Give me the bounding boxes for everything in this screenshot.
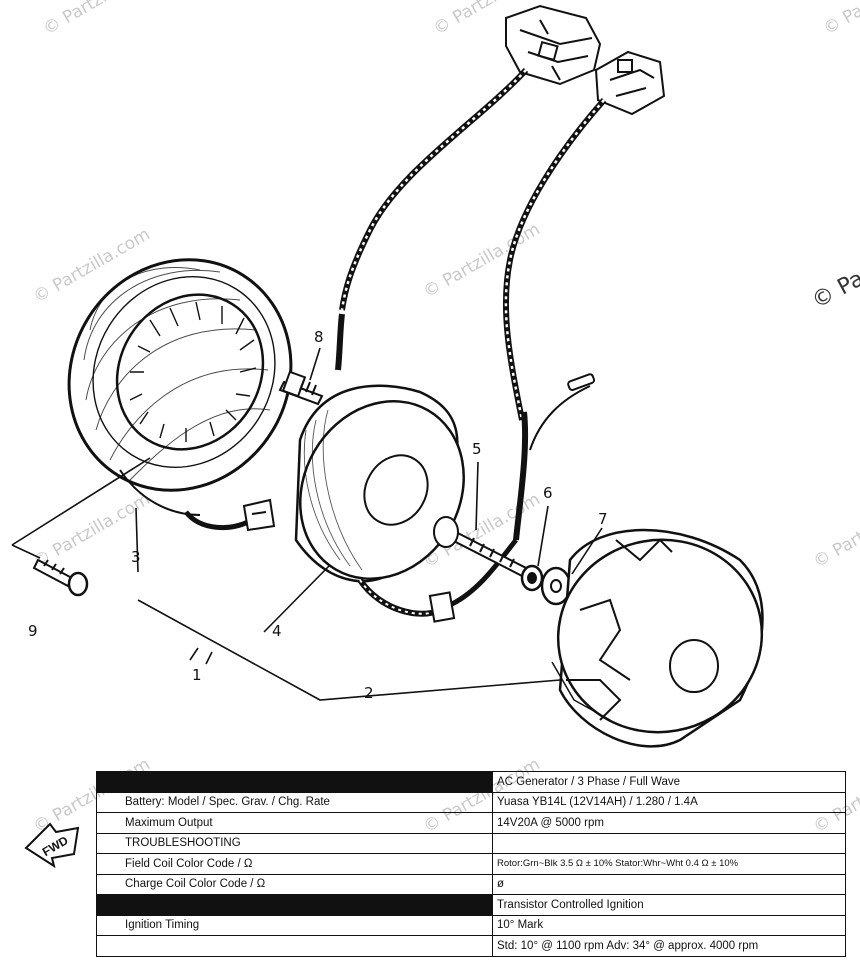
callout-3: 3 xyxy=(131,548,141,566)
bolt-8 xyxy=(278,370,324,406)
spec-label: Maximum Output xyxy=(96,812,493,834)
callout-9: 9 xyxy=(28,622,38,640)
spec-label xyxy=(96,935,493,957)
connector-upper xyxy=(505,4,602,86)
table-row: Field Coil Color Code / Ω Rotor:Grn~Blk … xyxy=(96,853,846,875)
table-row: Charge Coil Color Code / Ω ø xyxy=(96,873,846,895)
spec-value: Transistor Controlled Ignition xyxy=(492,894,846,916)
connector-lower xyxy=(594,50,666,116)
spec-label: TROUBLESHOOTING xyxy=(96,832,493,854)
wire-harness xyxy=(339,67,607,421)
spec-label: Ignition Timing xyxy=(96,914,493,936)
table-row: Transistor Controlled Ignition xyxy=(96,894,846,916)
spec-label xyxy=(96,894,493,916)
callout-1: 1 xyxy=(192,666,202,684)
spec-label: Field Coil Color Code / Ω xyxy=(96,853,493,875)
table-row: Std: 10° @ 1100 rpm Adv: 34° @ approx. 4… xyxy=(96,935,846,957)
forward-arrow-icon: FWD xyxy=(24,822,80,868)
callout-4: 4 xyxy=(272,622,282,640)
leader-lines xyxy=(11,347,603,701)
table-row: Ignition Timing 10° Mark xyxy=(96,914,846,936)
spec-label: Charge Coil Color Code / Ω xyxy=(96,873,493,895)
spec-value: ø xyxy=(492,873,846,895)
generator-exploded-diagram xyxy=(11,4,764,748)
table-row: TROUBLESHOOTING xyxy=(96,832,846,854)
spec-value: Rotor:Grn~Blk 3.5 Ω ± 10% Stator:Whr~Wht… xyxy=(492,853,846,875)
callout-2: 2 xyxy=(364,684,374,702)
spec-value: 14V20A @ 5000 rpm xyxy=(492,812,846,834)
spec-value: AC Generator / 3 Phase / Full Wave xyxy=(492,771,846,793)
callout-5: 5 xyxy=(472,440,482,458)
spec-label: Battery: Model / Spec. Grav. / Chg. Rate xyxy=(96,791,493,813)
callout-8: 8 xyxy=(314,328,324,346)
rotor-coil xyxy=(294,384,465,583)
spec-label xyxy=(96,771,493,793)
stator xyxy=(67,258,293,516)
table-row: Maximum Output 14V20A @ 5000 rpm xyxy=(96,812,846,834)
callout-7: 7 xyxy=(598,510,608,528)
spec-table: AC Generator / 3 Phase / Full Wave Batte… xyxy=(96,771,846,957)
table-row: AC Generator / 3 Phase / Full Wave xyxy=(96,771,846,793)
spec-value: Std: 10° @ 1100 rpm Adv: 34° @ approx. 4… xyxy=(492,935,846,957)
spec-value: Yuasa YB14L (12V14AH) / 1.280 / 1.4A xyxy=(492,791,846,813)
screw-9 xyxy=(32,558,89,597)
spec-value: 10° Mark xyxy=(492,914,846,936)
callout-6: 6 xyxy=(543,484,553,502)
flywheel-rotor xyxy=(551,528,764,748)
table-row: Battery: Model / Spec. Grav. / Chg. Rate… xyxy=(96,791,846,813)
spec-value xyxy=(492,832,846,854)
